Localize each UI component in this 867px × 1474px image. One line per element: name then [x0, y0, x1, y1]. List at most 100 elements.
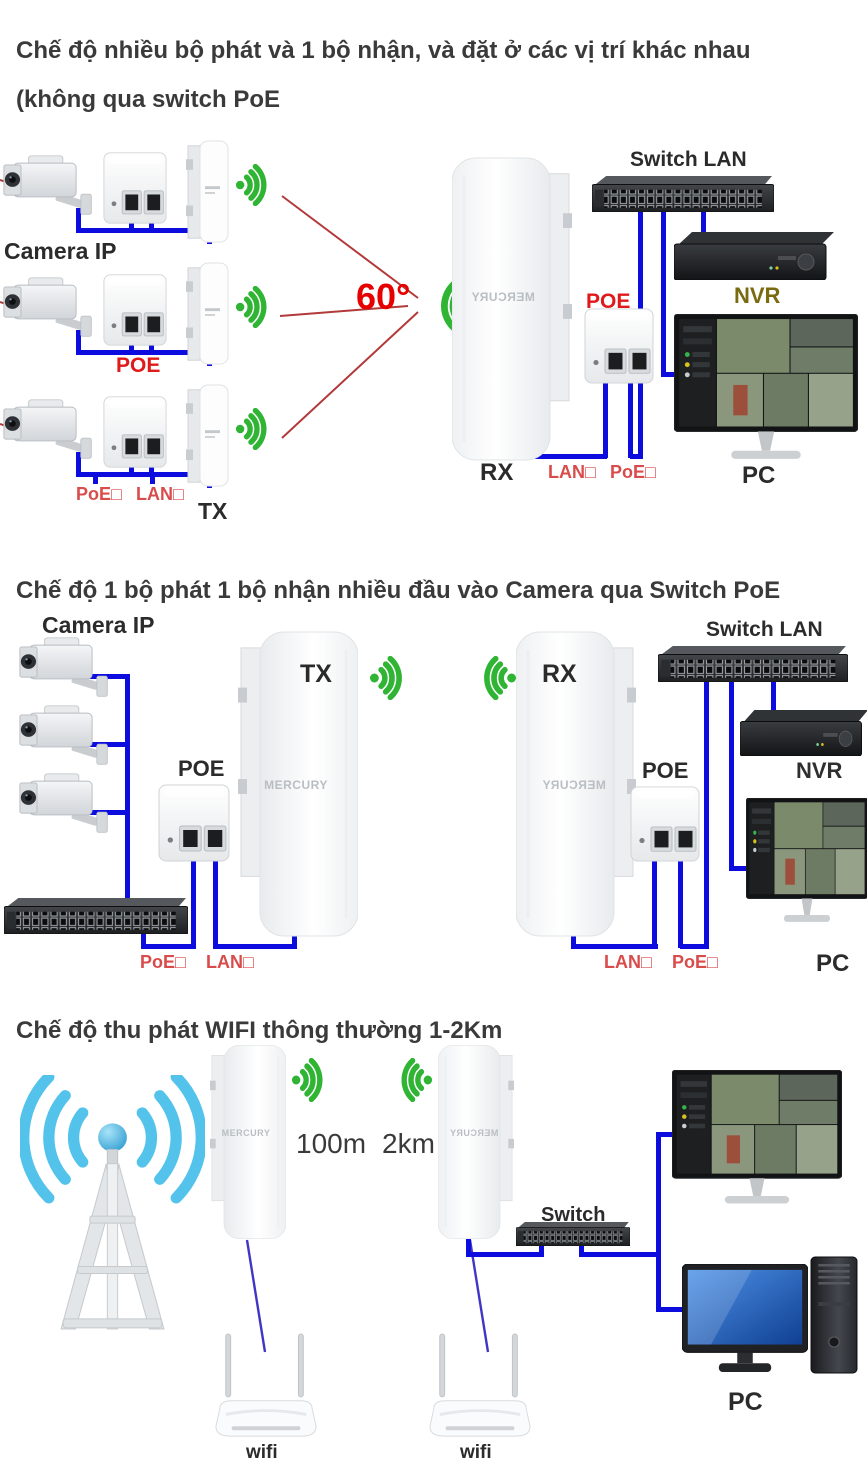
ethernet-cable	[129, 342, 134, 352]
ip-camera	[18, 704, 113, 768]
wifi-router	[426, 1332, 534, 1442]
nvr-recorder	[674, 232, 834, 280]
nvr-label: NVR	[796, 758, 843, 783]
switch-lan-label: Switch LAN	[630, 148, 747, 171]
pc-label: PC	[728, 1388, 763, 1416]
ethernet-cable	[129, 220, 134, 230]
wifi-signal-icon	[290, 1058, 336, 1102]
wifi-signal-icon	[234, 164, 280, 206]
ethernet-cable	[661, 372, 681, 377]
wireless-ap-rx	[452, 156, 572, 462]
ip-camera	[2, 276, 97, 340]
ethernet-cable	[579, 1252, 661, 1257]
ethernet-cable	[466, 1252, 544, 1257]
ip-camera	[2, 154, 97, 218]
wifi-router	[212, 1332, 320, 1442]
surveillance-monitor	[746, 798, 867, 928]
ethernet-cable	[149, 342, 154, 352]
beam-angle-label: 60°	[356, 276, 411, 317]
section1-title-line2: (không qua switch PoE	[16, 86, 281, 113]
wifi-signal-icon	[470, 656, 518, 700]
ethernet-cable	[656, 1307, 688, 1312]
tx-label: TX	[300, 660, 332, 688]
poe-port-right-label: PoE□	[672, 952, 718, 972]
wireless-ap-tx	[186, 140, 230, 244]
poe-injector	[103, 150, 167, 226]
ethernet-cable	[76, 330, 81, 352]
lan-port-label: LAN□	[136, 484, 184, 504]
ethernet-cable	[630, 454, 643, 459]
ethernet-cable	[704, 680, 709, 948]
poe-injector	[584, 306, 654, 386]
section1-title: Chế độ nhiều bộ phát và 1 bộ nhận, và đặ…	[16, 26, 751, 124]
poe-injector	[158, 782, 230, 864]
poe-port-left-label: PoE□	[140, 952, 186, 972]
ethernet-cable	[628, 382, 633, 458]
ethernet-cable	[191, 858, 196, 948]
ethernet-cable	[90, 674, 130, 679]
ethernet-cable	[678, 860, 683, 948]
lan-switch	[592, 176, 774, 212]
ethernet-cable	[125, 674, 130, 900]
wifi-signal-icon	[234, 286, 280, 328]
wifi-signal-icon	[234, 408, 280, 450]
wireless-ap-tx	[186, 384, 230, 488]
section3-title-line: Chế độ thu phát WIFI thông thường 1-2Km	[16, 1017, 503, 1044]
ethernet-cable	[656, 1132, 661, 1312]
device-brand-text: MERCURY	[221, 1128, 271, 1138]
poe-port-right-label: PoE□	[610, 462, 656, 482]
ethernet-cable	[90, 742, 130, 747]
ip-camera	[18, 772, 113, 836]
surveillance-monitor	[674, 314, 858, 466]
pc-label: PC	[816, 950, 850, 977]
ethernet-cable	[729, 866, 755, 871]
poe-switch	[4, 898, 188, 934]
ethernet-cable	[90, 810, 130, 815]
desktop-tower	[810, 1256, 858, 1374]
ethernet-cable	[76, 350, 212, 355]
lan-port-right-label: LAN□	[604, 952, 652, 972]
ethernet-cable	[76, 208, 81, 230]
ethernet-cable	[213, 858, 218, 948]
ethernet-cable	[539, 1244, 544, 1256]
section2-title-line: Chế độ 1 bộ phát 1 bộ nhận nhiều đầu vào…	[16, 577, 781, 604]
section3-title: Chế độ thu phát WIFI thông thường 1-2Km	[16, 1006, 502, 1055]
wifi-signal-icon	[388, 1058, 434, 1102]
switch-lan-label: Switch LAN	[706, 618, 823, 641]
rx-label: RX	[480, 459, 514, 486]
far-distance-label: 2km	[382, 1128, 435, 1159]
wireless-ap	[210, 1044, 286, 1240]
near-distance-label: 100m	[296, 1128, 367, 1159]
poe-right-label: POE	[642, 758, 689, 783]
device-brand-text: MERCURY	[542, 778, 606, 792]
camera-ip-label: Camera IP	[42, 612, 155, 638]
radio-tower	[20, 1075, 205, 1337]
section2-title: Chế độ 1 bộ phát 1 bộ nhận nhiều đầu vào…	[16, 566, 780, 615]
nvr-recorder	[740, 710, 867, 756]
nvr-label: NVR	[734, 283, 781, 308]
poe-injector-right-label: POE	[586, 290, 631, 313]
ethernet-cable	[579, 1244, 584, 1256]
poe-injector	[103, 272, 167, 348]
ethernet-cable	[149, 220, 154, 230]
poe-injector-label: POE	[116, 354, 161, 377]
poe-port-label: PoE□	[76, 484, 122, 504]
ethernet-cable	[129, 464, 134, 474]
ethernet-cable	[76, 452, 81, 474]
ethernet-cable	[141, 932, 146, 948]
ethernet-cable	[603, 382, 608, 458]
ethernet-cable	[213, 944, 297, 949]
device-brand-text: MERCURY	[471, 290, 535, 304]
wifi-router-left-label: wifi	[246, 1442, 278, 1463]
poe-left-label: POE	[178, 756, 225, 781]
ethernet-cable	[93, 476, 98, 484]
ethernet-cable	[729, 680, 734, 870]
ethernet-cable	[771, 680, 776, 714]
ethernet-cable	[149, 464, 154, 474]
ethernet-cable	[571, 932, 576, 948]
poe-injector	[630, 784, 700, 864]
ip-camera	[2, 398, 97, 462]
ip-camera	[18, 636, 113, 700]
ethernet-cable	[680, 944, 709, 949]
ethernet-cable	[76, 228, 212, 233]
